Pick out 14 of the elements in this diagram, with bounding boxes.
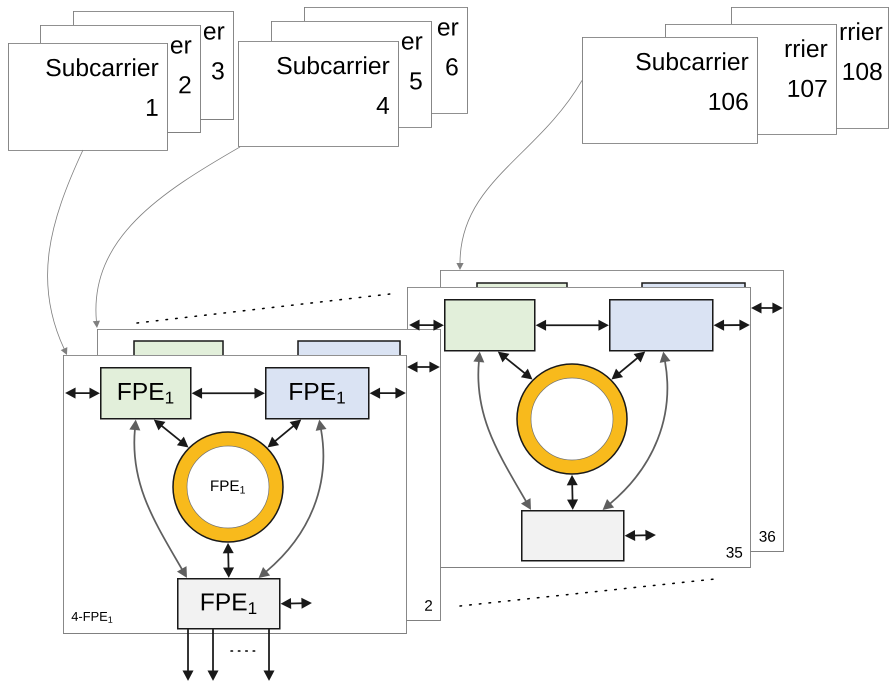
- subcarrier-card: Subcarrier 4: [238, 41, 399, 147]
- fpe-box: [609, 299, 714, 352]
- fpe-box: [133, 340, 224, 356]
- curved-arrow: [47, 150, 84, 355]
- ring: FPE$_{1}$: [172, 431, 284, 543]
- fpe-box: FPE$_{1}$: [177, 578, 281, 630]
- fpe-box: FPE$_{1}$: [100, 367, 192, 420]
- fpe-box: [444, 299, 536, 352]
- subcarrier-card: Subcarrier 1: [8, 43, 168, 151]
- fpe-box: [297, 340, 401, 356]
- subcarrier-card: Subcarrier 106: [582, 37, 758, 144]
- fpe-box: FPE$_{1}$: [265, 367, 370, 420]
- fpe-box: [521, 510, 625, 562]
- ring: [516, 363, 628, 475]
